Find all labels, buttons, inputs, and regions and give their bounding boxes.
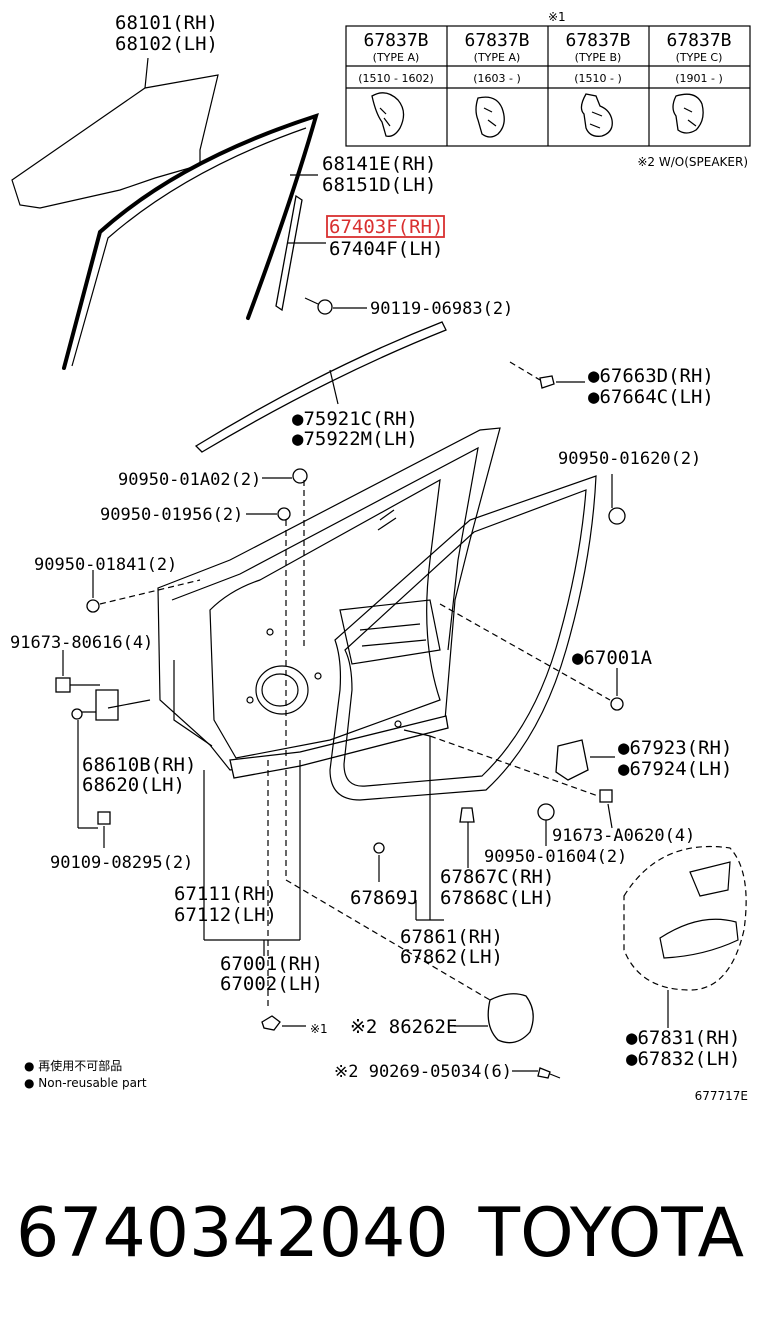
door-hinge [71,689,151,829]
table-top-mark: ※1 [548,10,566,24]
drawing-id: 677717E [695,1089,748,1103]
plug-90950-01841-icon [86,570,201,613]
clip-type-a-1-icon [371,92,405,137]
label-90119: 90119-06983(2) [370,299,513,319]
label-75921: ●75921C(RH) [292,408,418,430]
label-67663: ●67663D(RH) [588,365,714,387]
lock-assembly-67923-icon [555,739,615,781]
legend-jp: ● 再使用不可部品 [24,1058,122,1073]
clip-type-c-icon [672,93,704,134]
screw-90269-icon [512,1067,561,1079]
service-hole-cover [623,845,747,1028]
label-75922: ●75922M(LH) [292,428,418,450]
grommet-67001a-icon [439,603,624,711]
table-col3-range: (1510 - ) [574,72,622,85]
dash-leader-b [285,520,491,1001]
rear-channel [275,194,326,312]
clip-type-a-2-icon [475,96,505,138]
door-glass [11,57,219,209]
label-90950-01841: 90950-01841(2) [34,555,177,575]
table-col2-part: 67837B [464,30,529,51]
spec-table: ※1 67837B (TYPE A) (1510 - 1602) 67837B … [345,10,751,169]
label-90950-01620: 90950-01620(2) [558,449,701,469]
table-col4-type: (TYPE C) [676,51,723,64]
speaker-cover-icon [454,993,534,1044]
table-col2-type: (TYPE A) [474,51,521,64]
label-67112: 67112(LH) [174,904,277,926]
table-note: ※2 W/O(SPEAKER) [637,155,748,169]
label-68620: 68620(LH) [82,774,185,796]
label-90269: ※2 90269-05034(6) [334,1062,512,1082]
table-col2-range: (1603 - ) [473,72,521,85]
label-67923: ●67923(RH) [618,737,732,759]
label-86262: ※2 86262E [350,1016,457,1038]
label-90950-01604: 90950-01604(2) [484,847,627,867]
leader-67111 [203,760,301,956]
label-68101: 68101(RH) [115,12,218,34]
highlight-box [326,215,445,238]
bolt-90109-icon [97,811,111,848]
label-67403-highlighted: 67403F(RH) [329,216,443,238]
label-67001: 67001(RH) [220,953,323,975]
bolt-91673-a0620-icon [429,735,613,829]
label-68610: 68610B(RH) [82,754,196,776]
table-col3-part: 67837B [565,30,630,51]
footer-part-number: 6740342040 [16,1194,449,1273]
label-67404: 67404F(LH) [329,238,443,260]
label-67001a: ●67001A [572,647,653,669]
label-67862: 67862(LH) [400,946,503,968]
label-91673-a0620: 91673-A0620(4) [552,826,695,846]
label-67831: ●67831(RH) [626,1027,740,1049]
clip-type-b-icon [580,93,613,137]
table-col4-range: (1901 - ) [675,72,723,85]
label-67002: 67002(LH) [220,973,323,995]
table-col1-range: (1510 - 1602) [358,72,434,85]
table-col1-part: 67837B [363,30,428,51]
label-67832: ●67832(LH) [626,1048,740,1070]
label-90950-01956: 90950-01956(2) [100,505,243,525]
label-67869: 67869J [350,887,419,909]
label-68102: 68102(LH) [115,33,218,55]
label-68151: 68151D(LH) [322,174,436,196]
table-col4-part: 67837B [666,30,731,51]
label-67664: ●67664C(LH) [588,386,714,408]
leader-67861 [403,729,444,921]
legend-en: ● Non-reusable part [24,1076,147,1090]
plug-90950-01604-icon [537,803,555,846]
label-68141: 68141E(RH) [322,153,436,175]
plug-90950-01a02-icon [262,468,308,484]
door-panel [157,427,501,779]
label-67924: ●67924(LH) [618,758,732,780]
label-67868: 67868C(LH) [440,887,554,909]
table-col1-type: (TYPE A) [373,51,420,64]
clip-67867-icon [459,807,475,868]
table-col3-type: (TYPE B) [575,51,622,64]
label-mark1: ※1 [310,1022,328,1036]
plug-90950-01620-icon [608,474,626,525]
label-91673-80616: 91673-80616(4) [10,633,153,653]
bolt-91673-80616-icon [55,650,100,693]
label-67111: 67111(RH) [174,883,277,905]
weatherstrip [329,475,597,801]
label-67861: 67861(RH) [400,926,503,948]
bolt-90119-icon [304,297,367,315]
plug-90950-01956-icon [246,507,291,521]
footer-brand: TOYOTA [478,1194,744,1273]
glass-run [62,112,319,370]
clip-67663-icon [509,361,585,389]
clip-mark1-icon [261,1015,306,1031]
label-67867: 67867C(RH) [440,866,554,888]
belt-moulding [194,321,447,453]
label-90109: 90109-08295(2) [50,853,193,873]
clip-67869-icon [373,842,385,882]
label-90950-01a02: 90950-01A02(2) [118,470,261,490]
